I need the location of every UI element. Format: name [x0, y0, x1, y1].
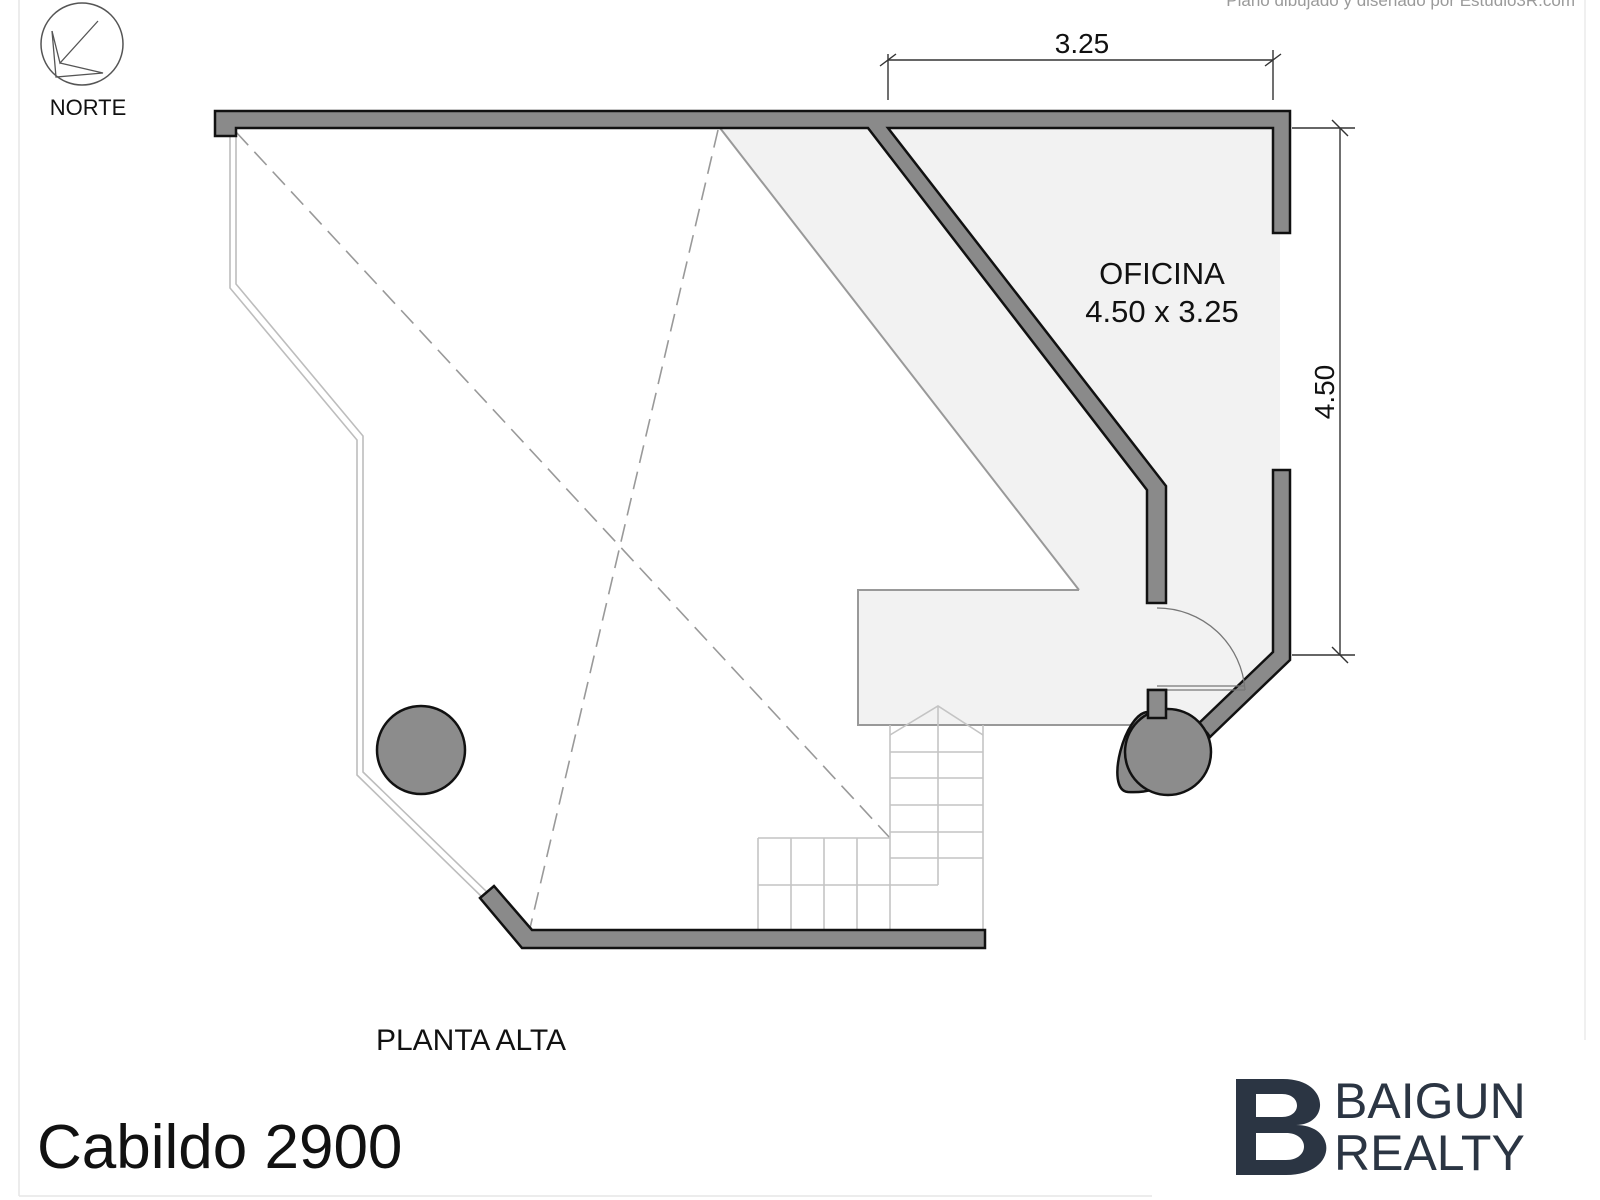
office-door: [1156, 607, 1246, 691]
credit-text: Plano dibujado y diseñado por Estudio3R.…: [1226, 0, 1575, 10]
staircase: [757, 705, 984, 930]
void-diagonals: [235, 129, 891, 929]
baigun-b-logo-icon: [1236, 1079, 1327, 1175]
dimension-vertical: [1292, 119, 1355, 664]
room-size-oficina: 4.50 x 3.25: [1085, 294, 1238, 329]
dimension-vertical-label: 4.50: [1309, 365, 1340, 420]
window-wall: [229, 130, 490, 899]
compass-label: NORTE: [50, 95, 127, 120]
north-compass: NORTE: [40, 2, 127, 120]
north-arrow-icon: [40, 2, 124, 86]
brand-line1: BAIGUN: [1334, 1073, 1526, 1129]
office-floor: [720, 128, 1280, 725]
room-name-oficina: OFICINA: [1099, 256, 1225, 291]
brand-line2: REALTY: [1334, 1125, 1525, 1181]
columns: [375, 688, 1213, 797]
bottom-wall: [478, 884, 987, 950]
dimension-horizontal-label: 3.25: [1055, 28, 1110, 59]
column-left: [375, 704, 467, 796]
floor-label: PLANTA ALTA: [376, 1024, 566, 1057]
top-wall: [213, 109, 1292, 605]
address-title: Cabildo 2900: [37, 1113, 402, 1182]
dimension-horizontal: [879, 50, 1282, 100]
brand-logo: BAIGUN REALTY: [1236, 1073, 1526, 1181]
